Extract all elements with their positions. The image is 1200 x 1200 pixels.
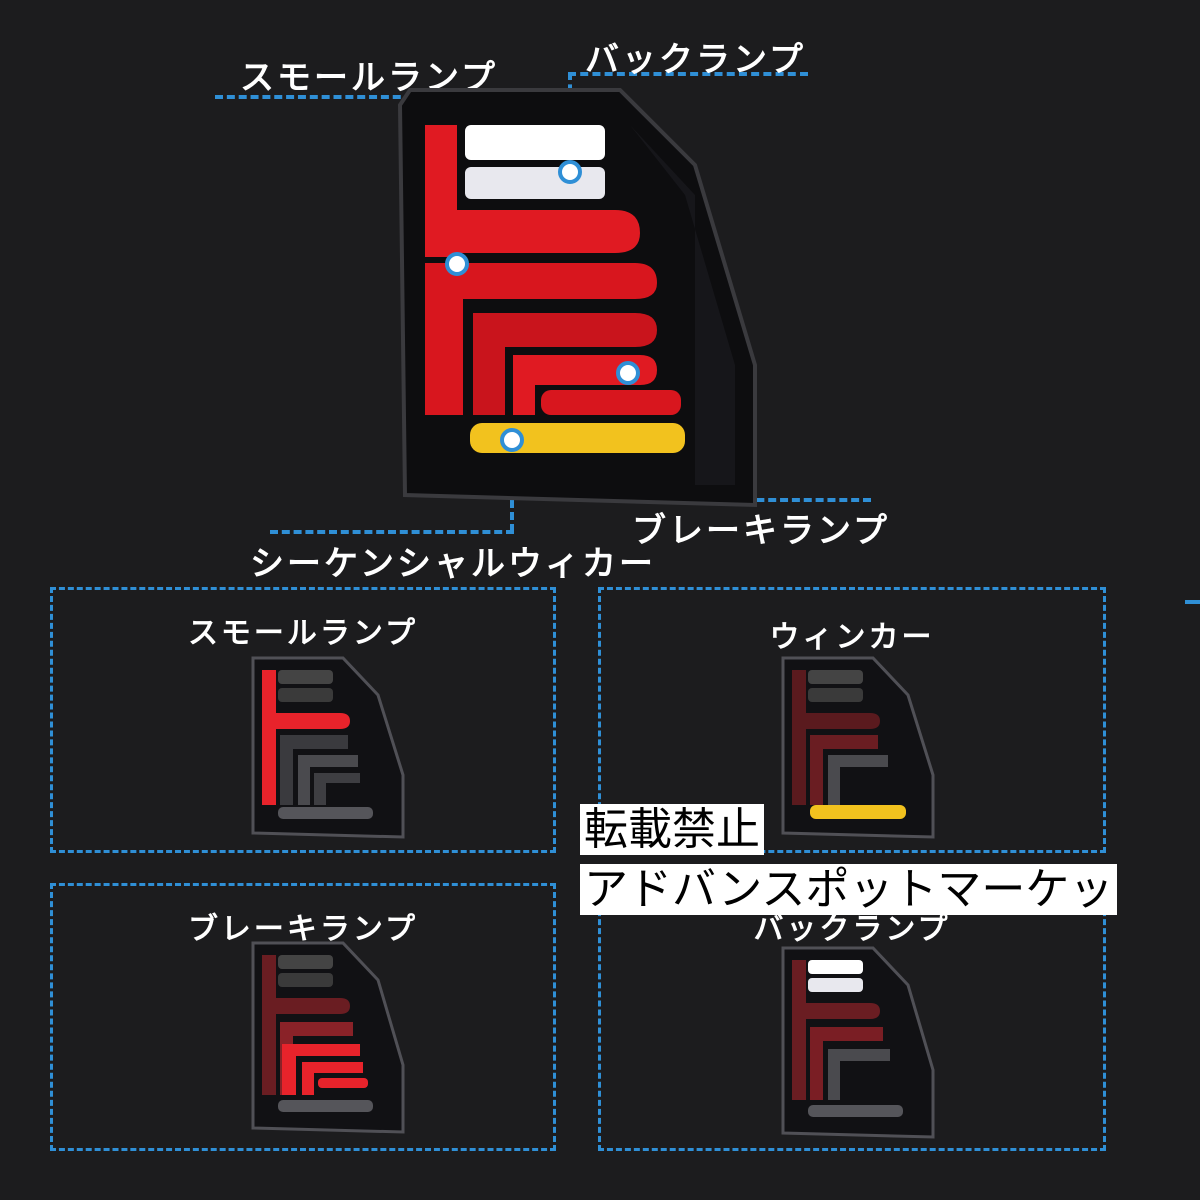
- panel-title-brake-lamp: ブレーキランプ: [187, 912, 419, 947]
- callout-line-back-lamp: [568, 72, 808, 76]
- callout-line-small-lamp: [215, 95, 460, 99]
- panel-brake-lamp: ブレーキランプ: [50, 883, 556, 1151]
- brake-lamp-taillight: [251, 941, 405, 1134]
- callout-dot-back: [558, 160, 582, 184]
- callout-line-winker: [270, 530, 514, 534]
- edge-dash: [1185, 600, 1200, 604]
- small-lamp-taillight: [251, 656, 405, 839]
- watermark-line2: アドバンスポットマーケッ: [580, 864, 1118, 915]
- panel-small-lamp: スモールランプ: [50, 587, 556, 853]
- callout-brake-lamp: ブレーキランプ: [632, 511, 890, 551]
- callout-dot-small: [445, 252, 469, 276]
- callout-dot-brake: [616, 361, 640, 385]
- panel-title-winker: ウィンカー: [769, 620, 935, 655]
- callout-sequential-winker: シーケンシャルウィカー: [250, 544, 656, 584]
- main-taillight: [397, 88, 757, 508]
- callout-back-lamp: バックランプ: [585, 40, 806, 80]
- panel-winker: ウィンカー: [598, 587, 1106, 853]
- back-lamp-taillight: [781, 946, 935, 1139]
- watermark: 転載禁止 アドバンスポットマーケッ: [580, 800, 1118, 920]
- watermark-line1: 転載禁止: [580, 804, 764, 855]
- winker-taillight: [781, 656, 935, 839]
- panel-title-small-lamp: スモールランプ: [187, 616, 419, 651]
- callout-dot-winker: [500, 428, 524, 452]
- panel-title-back-lamp: バックランプ: [753, 912, 951, 947]
